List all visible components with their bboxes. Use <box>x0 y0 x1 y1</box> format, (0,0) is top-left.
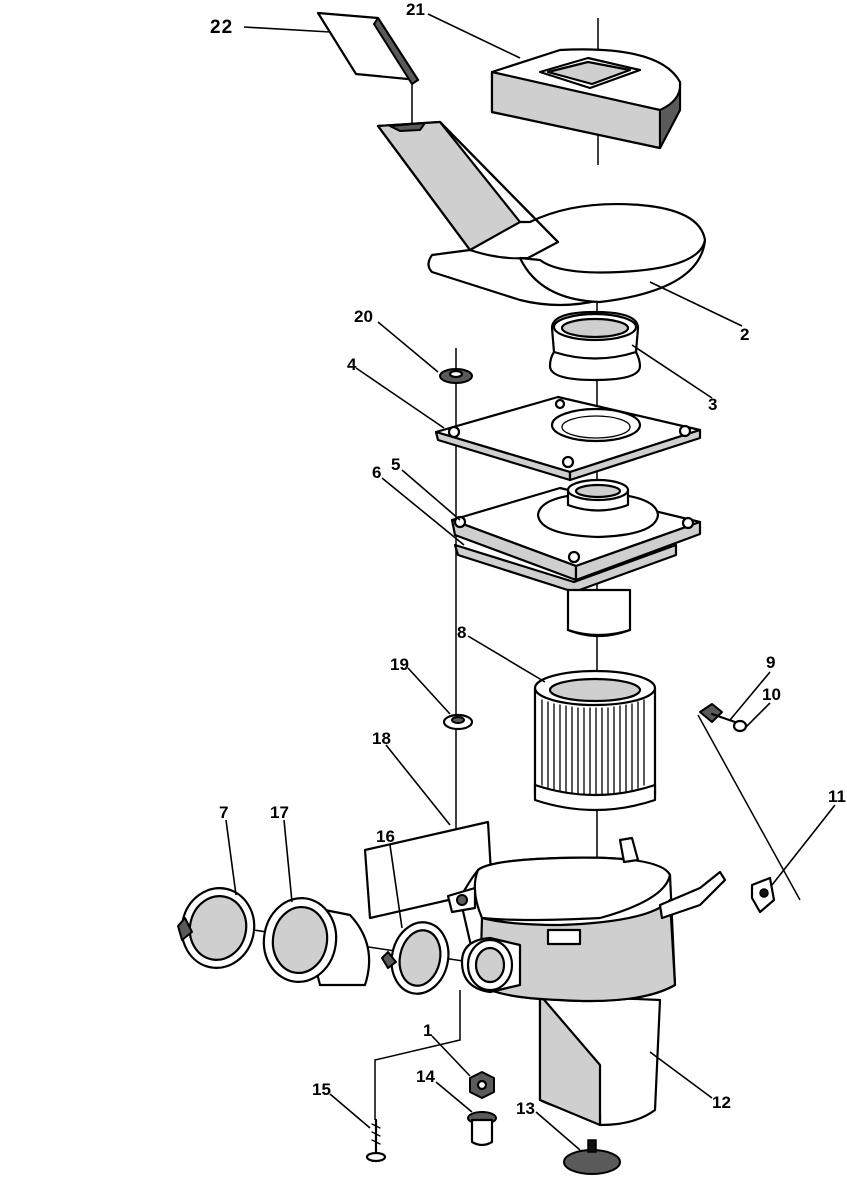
part-13-drain-valve <box>563 1139 621 1175</box>
part-8-filter <box>533 669 657 812</box>
part-9-bolt <box>699 703 737 724</box>
part-22-decal <box>316 11 420 85</box>
label-17: 17 <box>270 803 289 822</box>
part-11-clip <box>750 876 776 914</box>
label-12: 12 <box>712 1093 731 1112</box>
part-14-bushing <box>467 1111 497 1147</box>
part-17-adapter <box>262 897 371 987</box>
label-2: 2 <box>740 325 749 344</box>
label-19: 19 <box>390 655 409 674</box>
label-8: 8 <box>457 623 466 642</box>
label-3: 3 <box>708 395 717 414</box>
label-14: 14 <box>416 1067 435 1086</box>
part-16-clamp <box>381 921 450 995</box>
part-10-washer <box>732 719 748 733</box>
label-22: 22 <box>210 17 233 38</box>
label-11: 11 <box>828 787 846 806</box>
label-6: 6 <box>372 463 381 482</box>
part-4-top-plate <box>434 395 702 482</box>
label-10: 10 <box>762 685 781 704</box>
part-15-screw <box>365 1118 387 1163</box>
filter-pleats <box>541 699 645 798</box>
part-5-housing-lid <box>450 478 702 638</box>
label-15: 15 <box>312 1080 331 1099</box>
label-9: 9 <box>766 653 775 672</box>
part-1-nut <box>469 1071 495 1099</box>
label-20: 20 <box>354 307 373 326</box>
part-21-foam-insert <box>490 48 682 150</box>
part-3-boot <box>548 310 642 382</box>
label-1: 1 <box>423 1021 432 1040</box>
part-19-washer <box>442 713 474 731</box>
part-12-airbox <box>446 836 727 1127</box>
label-16: 16 <box>376 827 395 846</box>
label-18: 18 <box>372 729 391 748</box>
part-7-clamp <box>177 887 256 969</box>
label-5: 5 <box>391 455 400 474</box>
label-21: 21 <box>406 0 425 19</box>
part-2-cover <box>376 120 707 307</box>
part-labels: 22 21 2 20 3 4 5 6 8 9 10 19 18 11 7 17 … <box>210 0 846 1118</box>
label-4: 4 <box>347 355 357 374</box>
part-20-wing-nut <box>439 368 473 384</box>
label-7: 7 <box>219 803 228 822</box>
leader-lines <box>225 13 836 1151</box>
label-13: 13 <box>516 1099 535 1118</box>
